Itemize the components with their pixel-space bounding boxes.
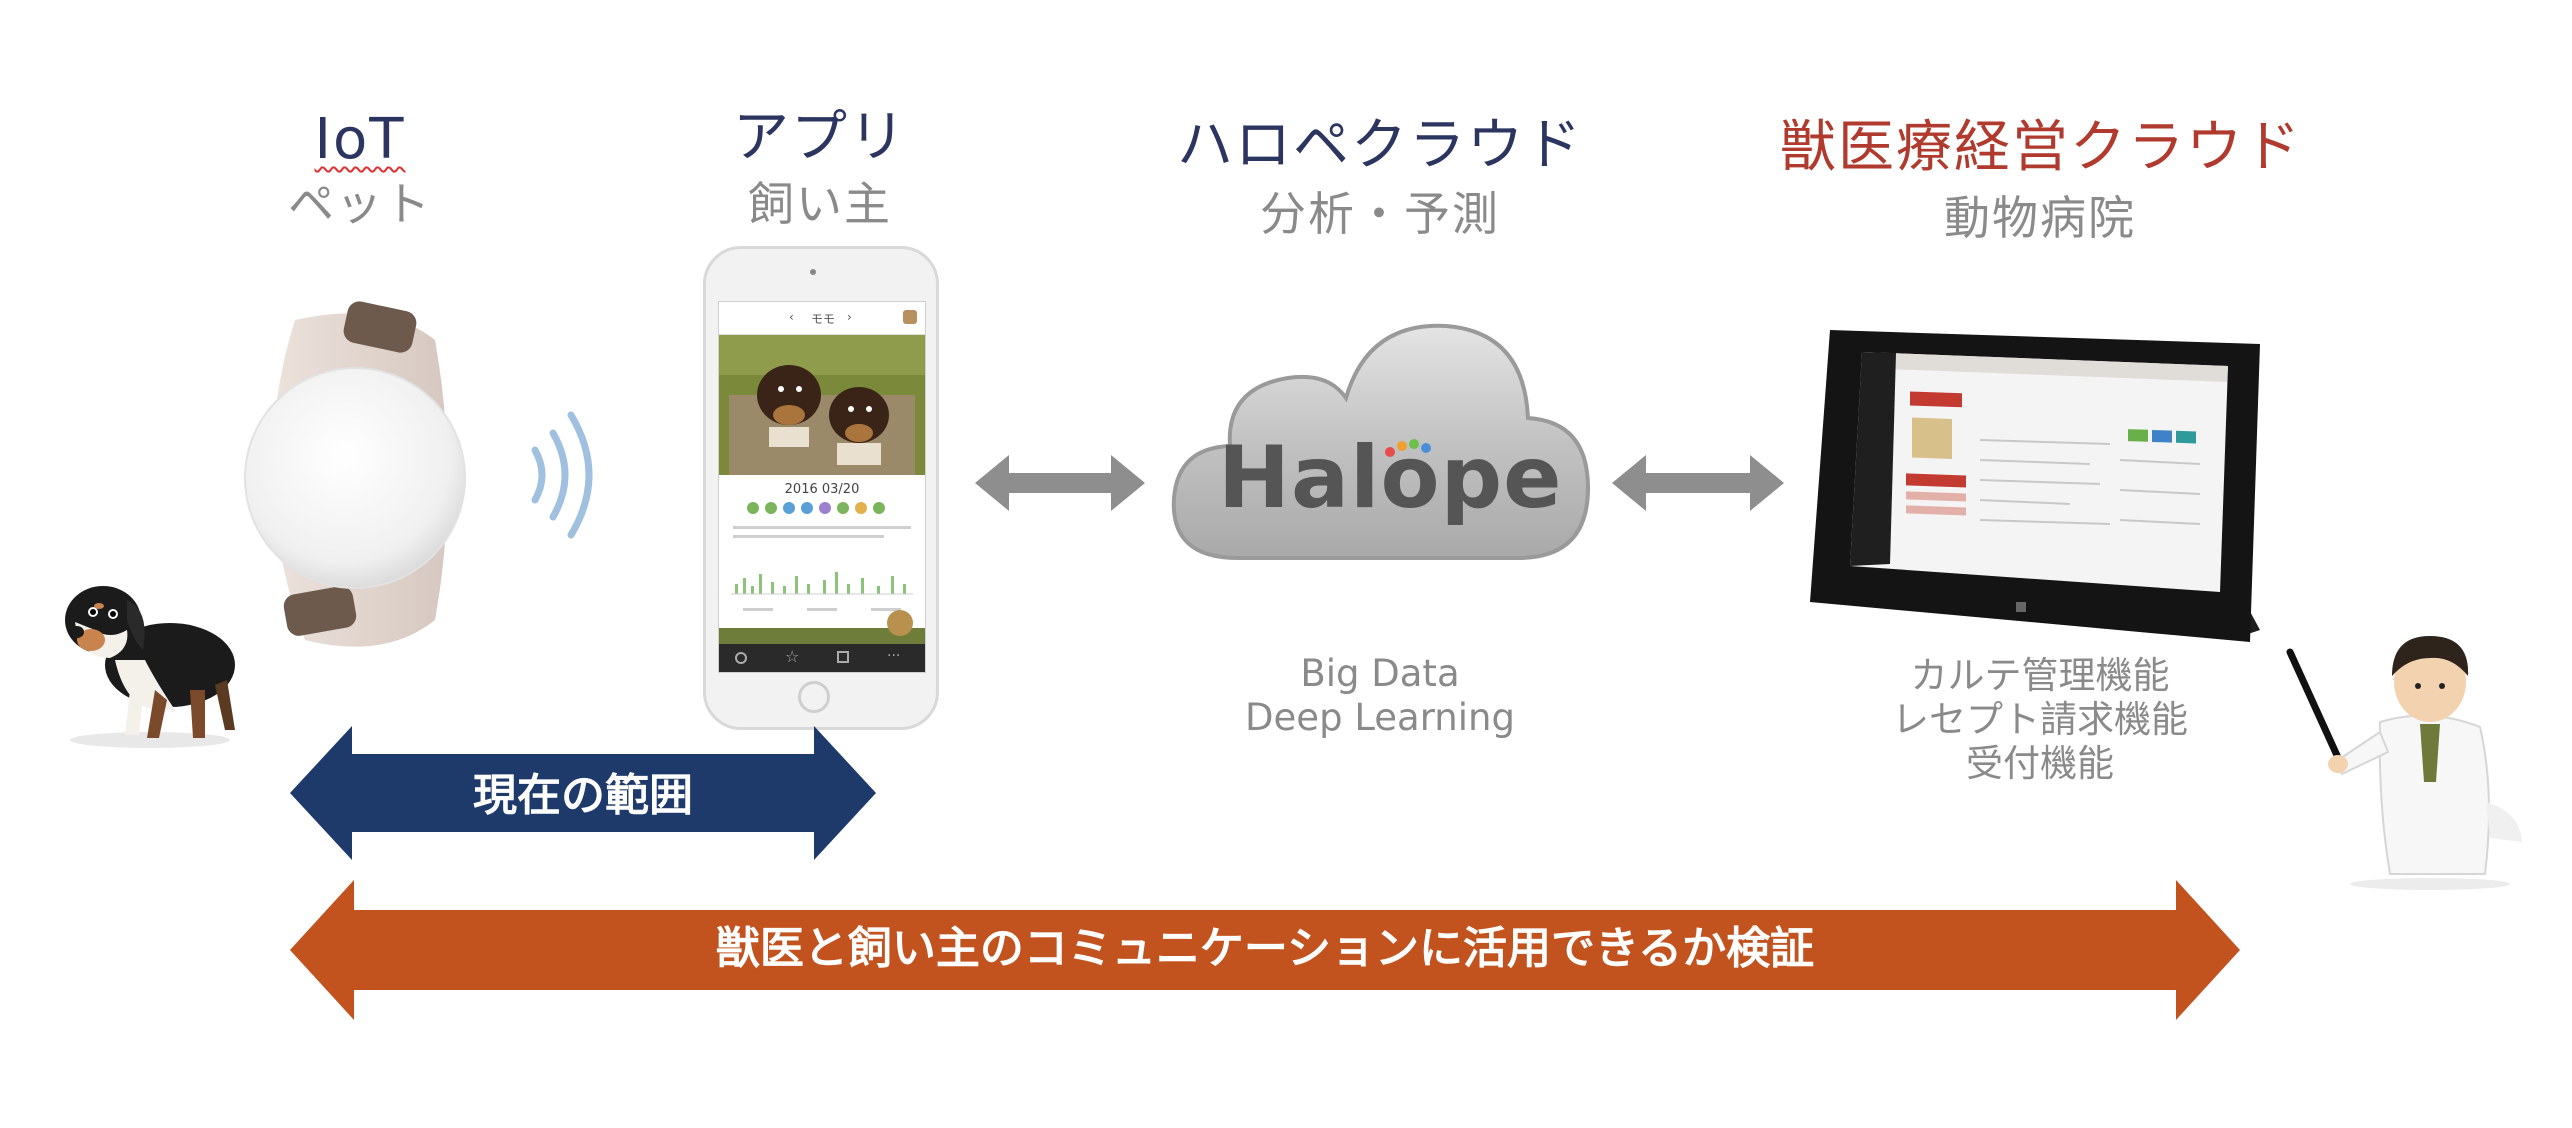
app-subtitle: 飼い主 [748, 177, 892, 231]
tab-home-icon[interactable] [735, 652, 747, 664]
diary-text [733, 526, 911, 552]
app-header-title: モモ [811, 312, 836, 326]
app-header: ‹ モモ › [719, 302, 925, 335]
vet-title: 獣医療経営クラウド [1780, 115, 2302, 180]
vet-feature-chart-management: カルテ管理機能 [1910, 654, 2170, 697]
phone-screen: ‹ モモ › 2016 03/20 [718, 301, 926, 673]
cloud-subtitle: 分析・予測 [1260, 187, 1500, 241]
vet-subtitle: 動物病院 [1944, 191, 2136, 245]
pet-wearable-device [244, 301, 466, 647]
vet-feature-reception: 受付機能 [1966, 742, 2114, 785]
vet-feature-receipt-billing: レセプト請求機能 [1892, 698, 2188, 741]
halope-cloud [1171, 323, 1591, 560]
iot-subtitle: ペット [288, 177, 432, 231]
wireless-signal-icon [531, 411, 593, 539]
halope-logo-text: Halope [1218, 428, 1563, 528]
phone-home-button[interactable] [798, 681, 830, 713]
cloud-feature-big-data: Big Data [1300, 652, 1460, 695]
verification-label: 獣医と飼い主のコミュニケーションに活用できるか検証 [715, 923, 1815, 974]
pet-avatar-icon[interactable] [903, 310, 917, 324]
next-day-icon[interactable]: › [847, 310, 852, 324]
iot-title: IoT [314, 107, 406, 172]
cloud-vet-double-arrow [1612, 455, 1784, 511]
phone-speaker [810, 269, 816, 275]
activity-dots [747, 502, 897, 516]
verification-arrow [290, 880, 2240, 1020]
activity-chart [731, 572, 913, 595]
current-scope-arrow [290, 726, 876, 860]
veterinarian-illustration [2286, 636, 2522, 890]
diary-date: 2016 03/20 [784, 482, 860, 497]
app-title: アプリ [733, 105, 907, 170]
chart-legend [733, 608, 911, 612]
pet-photo [719, 335, 925, 475]
cloud-title: ハロペクラウド [1177, 113, 1583, 178]
smartphone: ‹ モモ › 2016 03/20 [703, 246, 939, 730]
tab-more-icon[interactable]: ··· [887, 648, 901, 664]
photo-strip [719, 628, 925, 644]
prev-day-icon[interactable]: ‹ [789, 310, 794, 324]
app-cloud-double-arrow [975, 455, 1145, 511]
edit-fab-button[interactable] [887, 610, 913, 636]
current-scope-label: 現在の範囲 [473, 770, 693, 821]
cloud-feature-deep-learning: Deep Learning [1245, 696, 1515, 739]
vet-tablet [1810, 330, 2260, 642]
tab-like-icon[interactable] [837, 651, 849, 663]
tab-star-icon[interactable]: ☆ [785, 647, 800, 666]
dog-illustration [65, 586, 235, 748]
app-tab-bar: ☆ ··· [719, 644, 925, 672]
